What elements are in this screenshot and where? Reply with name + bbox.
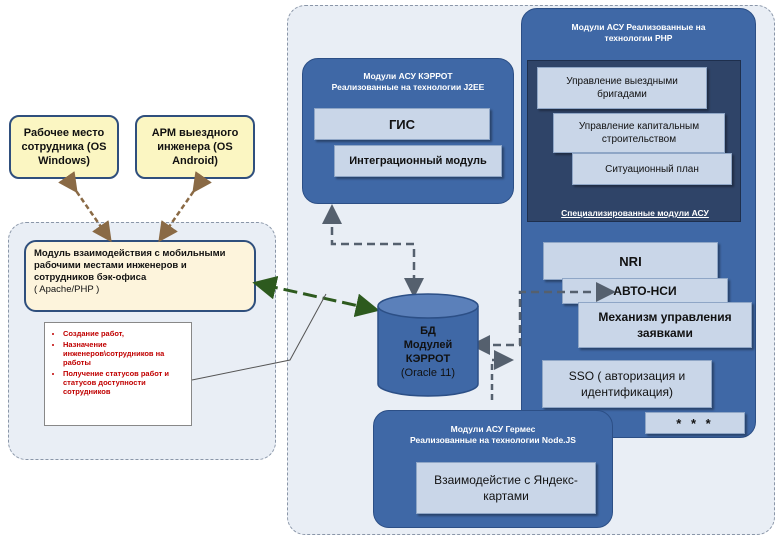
j2ee-module-subtitle: Реализованные на технологии J2EE [331,82,485,92]
gis-label: ГИС [388,116,416,132]
database-label: БД Модулей КЭРРОТ (Oracle 11) [378,324,478,380]
more-label: * * * [676,415,714,431]
interaction-module: Модуль взаимодействия с мобильными рабоч… [24,240,256,312]
j2ee-db-arrow [322,204,424,298]
database-label-line2: Модулей [403,339,453,351]
auto-nsi-label: АВТО-НСИ [613,284,677,298]
field-link-arrow [158,171,212,243]
database-label-line3: КЭРРОТ [405,353,451,365]
more-card: * * * [645,412,745,434]
php-module-title: Модули АСУ Реализованные на [571,22,706,32]
function-item: Назначение инженеров\сотрудников на рабо… [63,340,187,367]
function-item: Создание работ, [63,329,187,338]
situation-plan-label: Ситуационный план [605,163,699,175]
database-label-line4: (Oracle 11) [400,367,456,379]
j2ee-module-title: Модули АСУ КЭРРОТ [363,71,453,81]
nodejs-db-arrow [490,350,514,400]
request-mechanism-label: Механизм управления заявками [598,310,732,340]
interaction-db-arrow [252,275,380,318]
functions-list: Создание работ, Назначение инженеров\сот… [51,329,187,396]
capital-construction-label: Управление капитальным строительством [578,121,700,145]
integration-module-card: Интеграционный модуль [334,145,502,177]
php-db-arrow [470,282,616,355]
nri-card: NRI [543,242,718,280]
gis-card: ГИС [314,108,490,140]
specialized-modules-label: Специализированные модули АСУ [561,208,709,218]
integration-module-label: Интеграционный модуль [349,155,487,167]
sso-card: SSO ( авторизация и идентификация) [542,360,712,408]
database-cylinder [377,293,479,397]
function-item: Получение статусов работ и статусов дост… [63,369,187,396]
interaction-module-title: Модуль взаимодействия с мобильными рабоч… [34,248,226,283]
functions-box: Создание работ, Назначение инженеров\сот… [44,322,192,426]
field-brigades-card: Управление выездными бригадами [537,67,707,109]
sso-label: SSO ( авторизация и идентификация) [568,369,686,399]
field-brigades-label: Управление выездными бригадами [566,76,678,100]
yandex-maps-card: Взаимодейстие с Яндекс-картами [416,462,596,514]
functions-callout-line [191,293,327,381]
nodejs-module-subtitle: Реализованные на технологии Node.JS [410,435,576,445]
interaction-module-tech: ( Apache/PHP ) [34,284,100,295]
nri-label: NRI [619,253,642,269]
yandex-maps-label: Взаимодейстие с Яндекс-картами [434,473,578,503]
nodejs-module-title: Модули АСУ Гермес [450,424,536,434]
capital-construction-card: Управление капитальным строительством [553,113,725,153]
office-workstation-label: Рабочее место сотрудника (OS Windows) [21,127,107,167]
php-module-subtitle: технологии PHP [604,33,673,43]
field-engineer-workstation-label: АРМ выездного инженера (OS Android) [151,127,239,167]
office-link-arrow [58,171,112,243]
database-label-line1: БД [420,325,436,337]
situation-plan-card: Ситуационный план [572,153,732,185]
